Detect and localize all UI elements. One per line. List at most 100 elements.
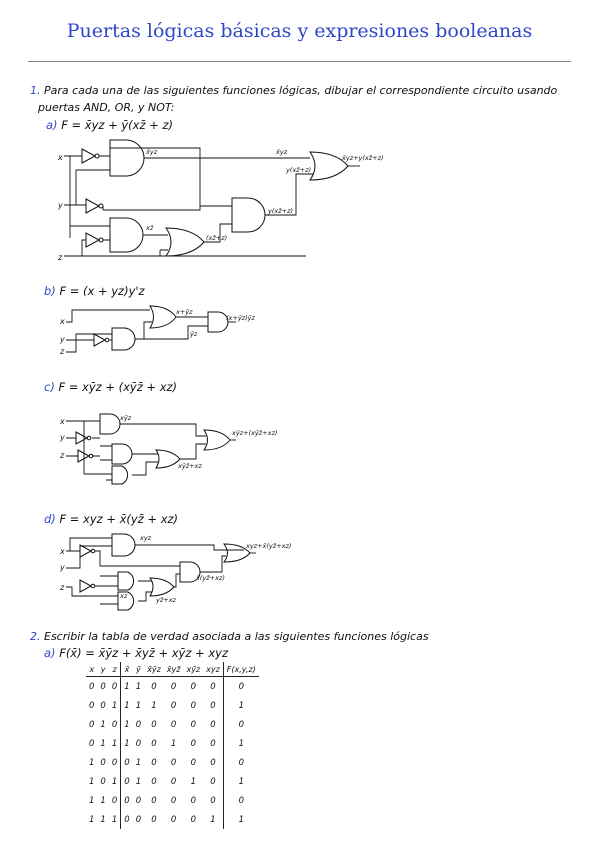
table-cell: 1 [108, 772, 122, 791]
item-1d-letter: d) [44, 512, 56, 526]
and-gate [111, 327, 136, 351]
not-gate [75, 431, 89, 445]
table-cell: 0 [238, 681, 244, 692]
or-gate [309, 151, 349, 181]
not-gate [85, 198, 101, 214]
and-gate [111, 443, 133, 465]
table-cell: 0 [203, 753, 224, 772]
table-cell: 1 [238, 776, 244, 787]
table-cell: 1 [190, 776, 196, 787]
table-cell: 1 [100, 814, 106, 825]
item-1c-letter: c) [44, 380, 55, 394]
table-cell: 1 [135, 681, 142, 692]
table-cell: 0 [100, 700, 106, 711]
circuit-d: x y z xyz xz yz̄+xz x̄(yz̄+xz) xyz+x̄(yz… [59, 533, 291, 611]
question-1-number: 1. [30, 84, 41, 97]
or-gate [149, 305, 177, 329]
table-cell: 1 [108, 696, 122, 715]
or-gate [149, 577, 175, 597]
table-cell: 0 [170, 757, 177, 768]
item-1a-expression: F = x̄yz + ȳ(xz̄ + z) [61, 118, 173, 132]
or-gate [222, 543, 251, 563]
table-cell: 0 [151, 738, 157, 749]
circuit-c-input-y: y [59, 433, 65, 442]
table-cell: 0 [203, 772, 224, 791]
and-gate [207, 311, 229, 333]
circuit-c-label: xȳz̄+xz [177, 462, 202, 470]
and-gate [117, 571, 135, 591]
table-cell: 1 [238, 700, 244, 711]
and-gate [109, 139, 145, 177]
circuit-a-input-y: y [57, 201, 63, 210]
table-cell: 1 [124, 700, 130, 711]
question-1-text: 1. Para cada una de las siguientes funci… [30, 84, 557, 97]
page-title: Puertas lógicas básicas y expresiones bo… [66, 20, 533, 42]
not-gate [81, 148, 97, 164]
circuit-d-input-x: x [59, 547, 65, 556]
table-cell: 1 [89, 795, 95, 806]
not-gate [93, 333, 107, 347]
circuit-d-label: x̄(yz̄+xz) [195, 574, 225, 582]
circuit-c-label: xȳz [119, 414, 132, 422]
table-cell: 0 [108, 753, 122, 772]
table-cell: 1 [135, 776, 142, 787]
circuit-b-input-x: x [59, 317, 65, 326]
table-cell: 1 [124, 681, 130, 692]
table-cell: 1 [135, 700, 142, 711]
table-cell: 0 [190, 795, 196, 806]
header-cell: ȳ [132, 662, 145, 677]
circuit-d-label: yz̄+xz [155, 596, 177, 604]
table-cell: 0 [238, 719, 244, 730]
table-cell: 1 [238, 738, 244, 749]
table-cell: 0 [89, 681, 95, 692]
circuit-d-input-z: z [59, 583, 65, 592]
circuit-c-input-x: x [59, 417, 65, 426]
circuit-a-label: (xz̄+z) [206, 234, 227, 242]
table-cell: 0 [190, 700, 196, 711]
table-cell: 0 [151, 814, 157, 825]
circuit-c-output: xȳz+(xȳz̄+xz) [231, 429, 277, 437]
table-cell: 0 [170, 776, 177, 787]
header-cell: x̄ [120, 662, 133, 677]
item-1d: d) F = xyz + x̄(yz̄ + xz) [44, 512, 178, 526]
table-cell: 0 [108, 715, 122, 734]
table-cell: 0 [124, 814, 130, 825]
table-cell: 0 [170, 700, 177, 711]
table-cell: 0 [100, 757, 106, 768]
circuit-a-label: y(xz̄+z) [267, 207, 293, 215]
table-cell: 0 [100, 776, 106, 787]
table-cell: 0 [190, 814, 196, 825]
table-cell: 0 [203, 734, 224, 753]
circuit-a-input-x: x [57, 153, 63, 162]
circuit-d-input-y: y [59, 563, 65, 572]
table-cell: 0 [170, 681, 177, 692]
table-cell: 0 [135, 795, 142, 806]
circuit-a-label: xz̄ [145, 224, 154, 232]
table-cell: 1 [89, 757, 95, 768]
table-cell: 0 [151, 719, 157, 730]
circuit-a-label: y(xz̄+z) [285, 166, 311, 174]
table-cell: 0 [203, 715, 224, 734]
and-gate [231, 197, 266, 233]
item-1c-expression: F = xȳz + (xȳz̄ + xz) [58, 380, 178, 394]
item-2a-expression: F(x̄) = x̄ȳz + x̄yz̄ + xȳz + xyz [59, 646, 228, 660]
table-cell: 0 [135, 814, 142, 825]
or-gate [203, 429, 231, 451]
table-cell: 1 [124, 738, 130, 749]
title-divider [28, 61, 571, 62]
table-cell: 1 [108, 734, 122, 753]
table-cell: 1 [100, 795, 106, 806]
header-cell: F(x,y,z) [223, 662, 259, 677]
table-cell: 0 [124, 757, 130, 768]
item-1a-letter: a) [46, 118, 58, 132]
circuit-d-label: xyz [139, 534, 152, 542]
table-cell: 0 [170, 795, 177, 806]
table-cell: 0 [108, 791, 122, 810]
table-cell: 1 [89, 814, 95, 825]
